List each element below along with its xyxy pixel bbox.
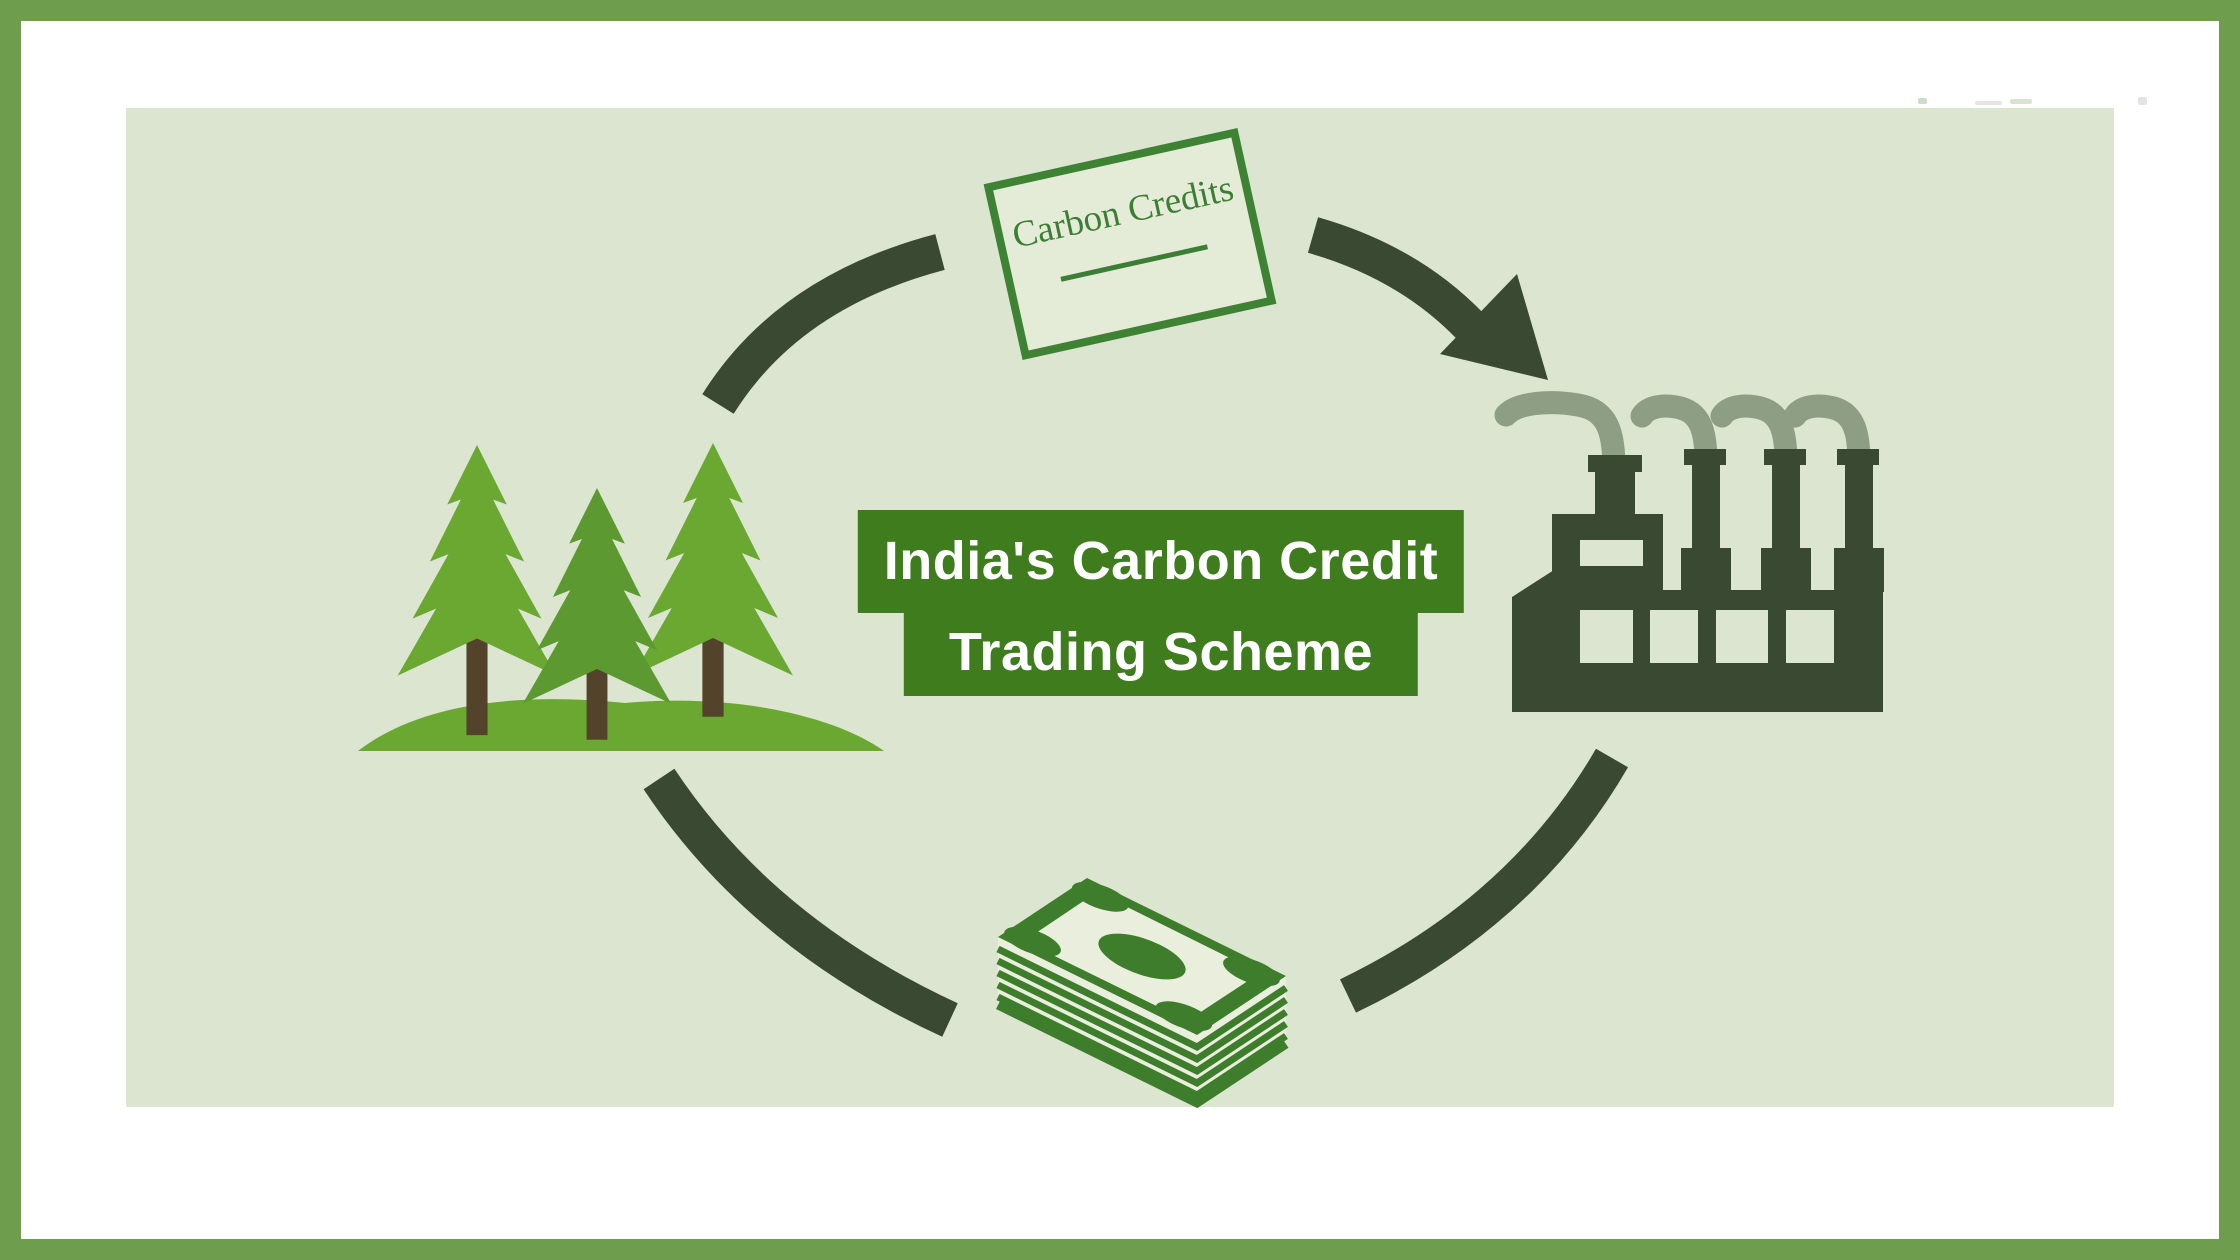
tree-trunk <box>702 630 724 717</box>
pine-tree-left-icon <box>397 445 557 736</box>
certificate-underline <box>1060 244 1208 282</box>
factory-icon <box>1512 449 1884 712</box>
scan-artifact <box>1918 98 1927 104</box>
page-title-line1: India's Carbon Credit <box>857 510 1465 613</box>
tree-trunk <box>586 662 608 740</box>
circular-flow-arrows-icon <box>643 217 1629 1037</box>
flow-arc-bottom-right <box>1339 748 1629 1013</box>
cash-bill-decor <box>1004 881 1280 1032</box>
flow-arrowhead-icon <box>1440 274 1548 380</box>
tree-foliage <box>633 443 793 676</box>
flow-arc-top-right <box>1307 217 1484 340</box>
pine-tree-middle-icon <box>522 488 672 740</box>
factory-windows <box>1580 540 1834 663</box>
flow-arc-top-left <box>702 234 945 414</box>
page-title-line2: Trading Scheme <box>903 613 1419 696</box>
pine-tree-right-icon <box>633 443 793 717</box>
flow-arc-bottom-left <box>643 768 958 1037</box>
cash-stack-layers <box>996 945 1288 1100</box>
scan-artifact <box>2138 97 2147 105</box>
tree-foliage <box>522 488 672 704</box>
cash-stack-bottom <box>996 1000 1289 1109</box>
cash-stack-icon <box>996 878 1289 1109</box>
page-title: India's Carbon Credit Trading Scheme <box>857 510 1465 696</box>
scan-artifact <box>2010 99 2032 104</box>
tree-foliage <box>397 445 557 676</box>
tree-trunk <box>466 631 488 736</box>
scan-artifact <box>1975 101 2002 105</box>
factory-smoke-pipes-icon <box>1494 391 1871 482</box>
forest-mound-icon <box>358 699 884 751</box>
certificate-label: Carbon Credits <box>1008 167 1238 257</box>
